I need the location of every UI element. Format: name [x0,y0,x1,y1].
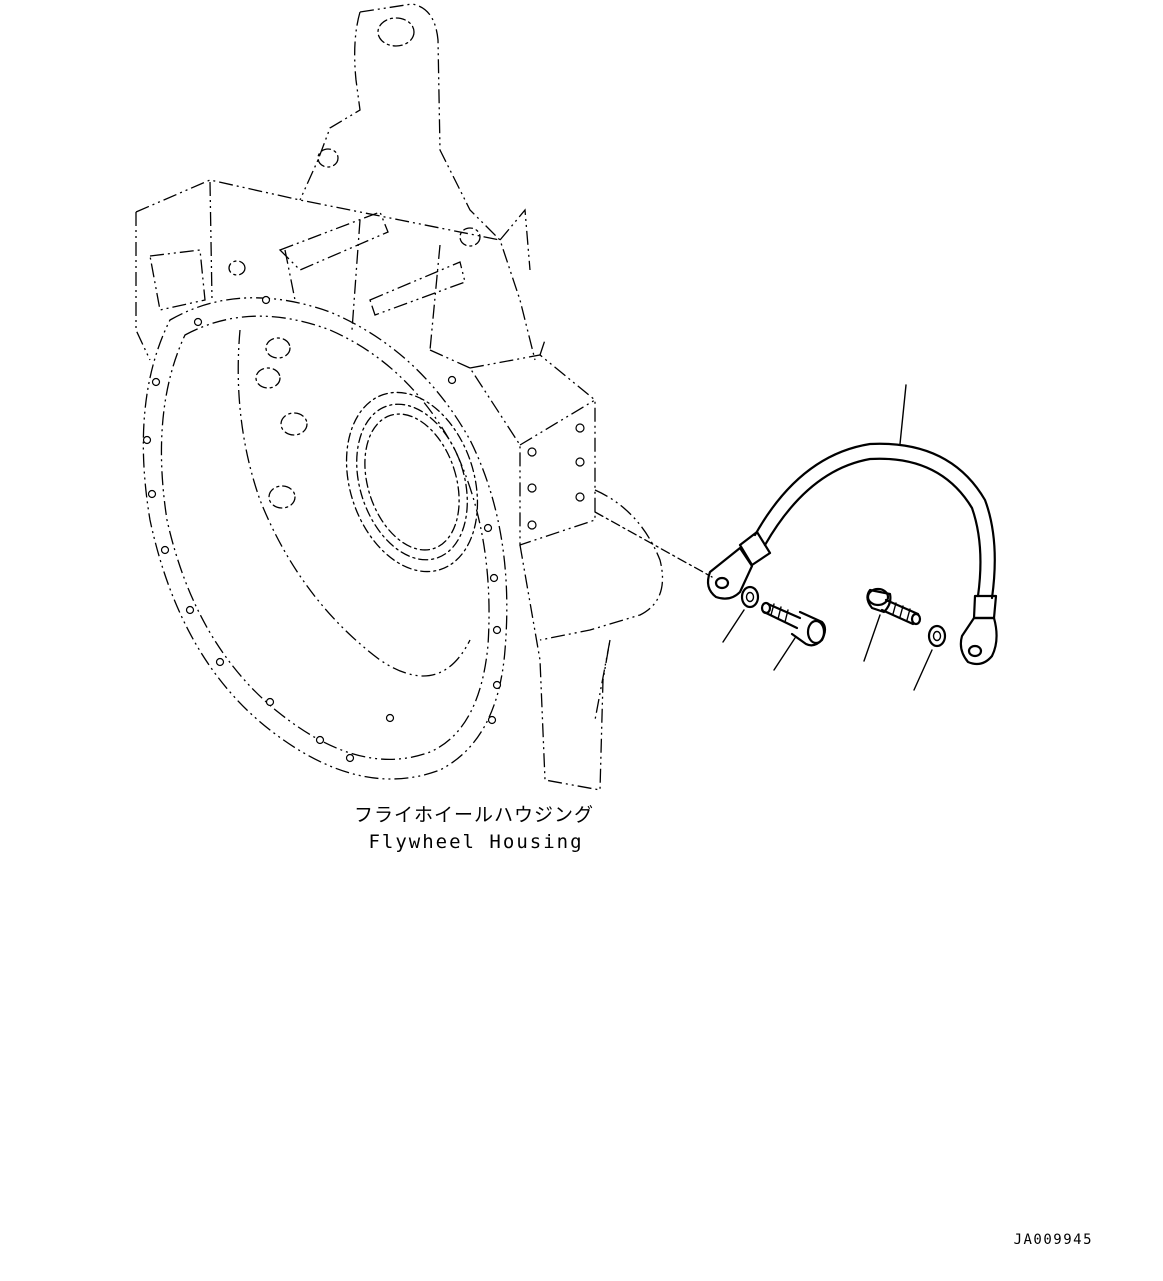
attach-leader-line [594,511,713,578]
flange-bolt-holes [142,295,585,763]
ground-strap [706,442,998,666]
drawing-code: JA009945 [1014,1232,1093,1248]
housing-label-en: Flywheel Housing [368,831,583,853]
bolt-left [760,601,827,647]
washer-right [927,624,947,648]
housing-label-jp: フライホイールハウジング [354,804,594,826]
bolt-right [866,587,922,626]
washer-left [740,585,760,609]
leader-lines [722,384,933,691]
housing-face-bolts [228,148,481,509]
flywheel-housing-outline [135,3,664,791]
